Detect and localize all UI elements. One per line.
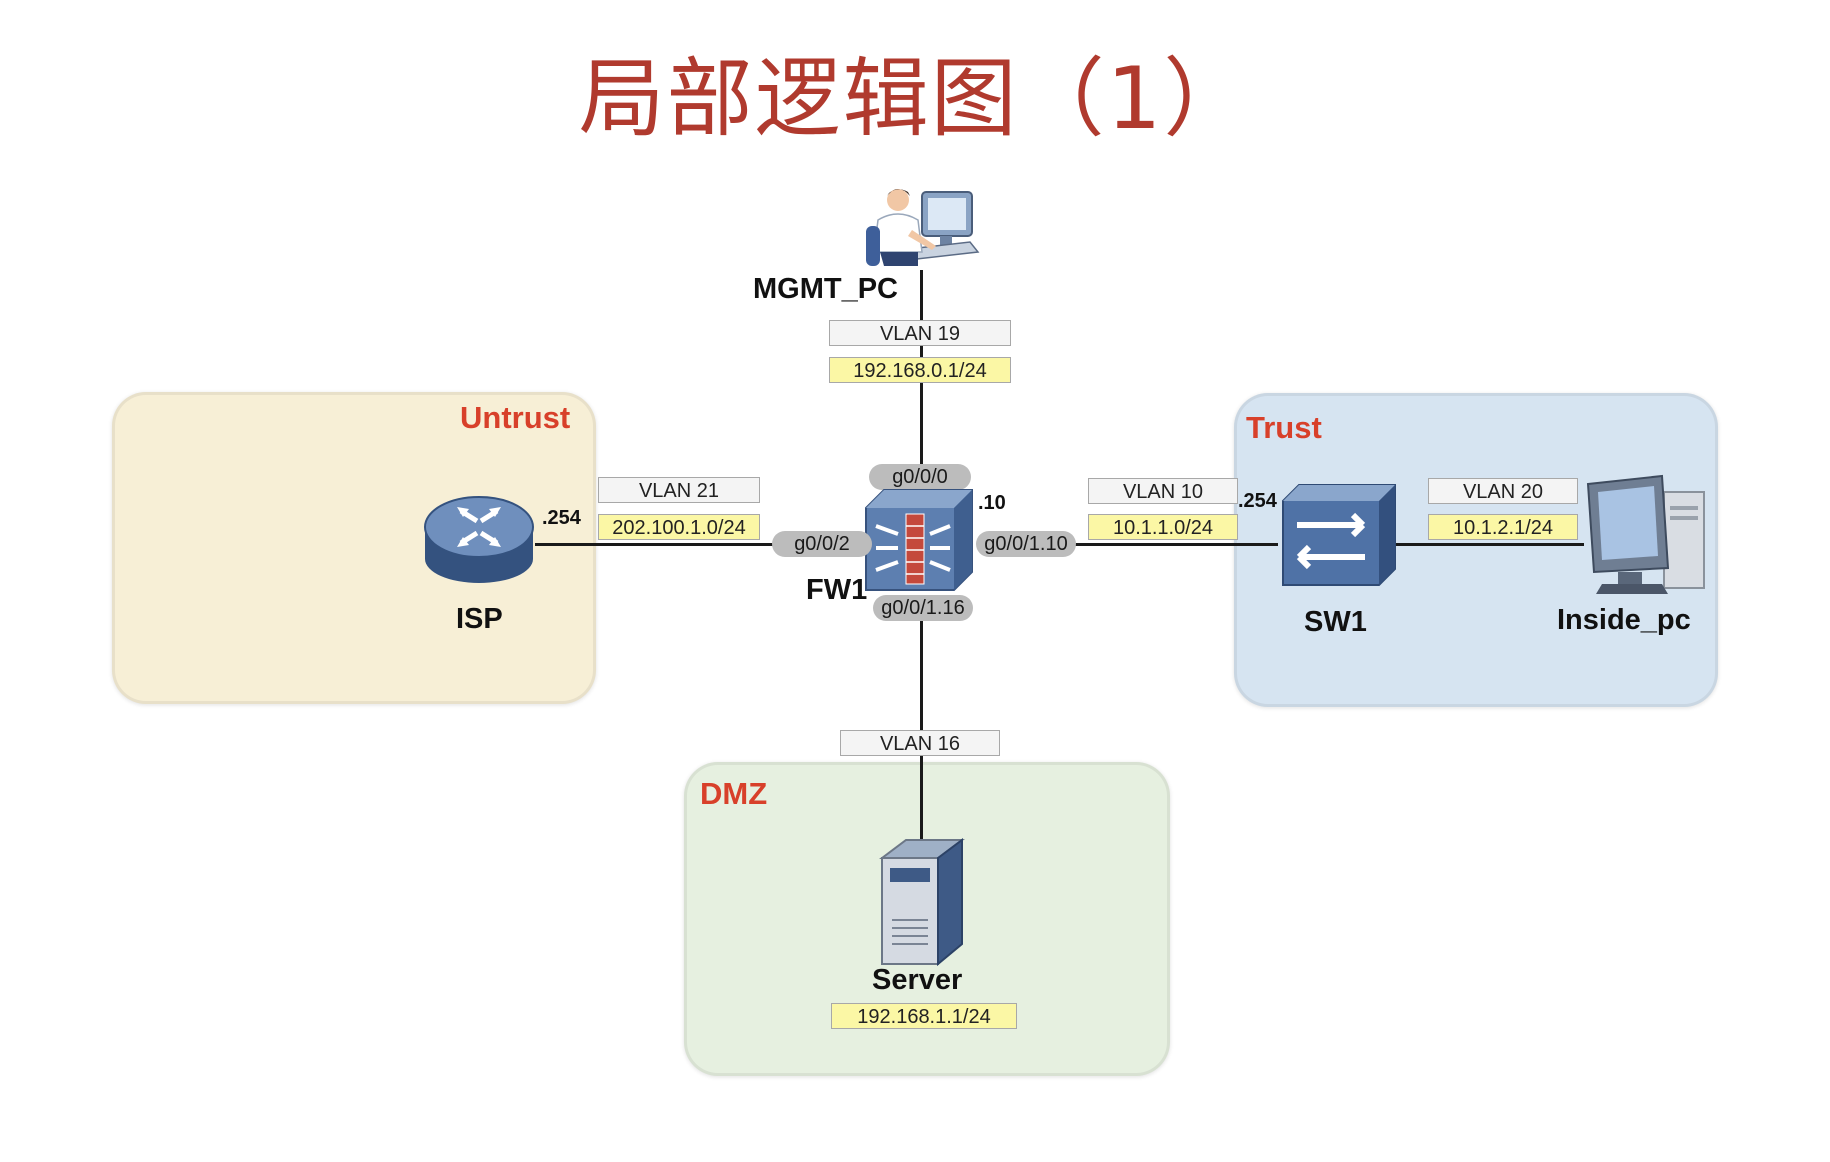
untrust-vlan-box: VLAN 21 bbox=[598, 477, 760, 503]
server-icon bbox=[879, 838, 965, 967]
trust-subnet-box: 10.1.1.0/24 bbox=[1088, 514, 1238, 540]
sw1-label: SW1 bbox=[1304, 606, 1367, 638]
diagram-title: 局部逻辑图（1） bbox=[578, 49, 1252, 149]
desktop-pc-icon bbox=[1586, 474, 1705, 594]
server-ip-box: 192.168.1.1/24 bbox=[831, 1003, 1017, 1029]
mgmt-subnet-box: 192.168.0.1/24 bbox=[829, 357, 1011, 383]
untrust-zone-label: Untrust bbox=[460, 400, 571, 435]
inside-link bbox=[1388, 543, 1584, 546]
inside-pc-label: Inside_pc bbox=[1557, 604, 1691, 636]
dmz-link bbox=[920, 600, 923, 850]
inside-vlan-box: VLAN 20 bbox=[1428, 478, 1578, 504]
fw1-label: FW1 bbox=[806, 574, 868, 606]
untrust-subnet-box: 202.100.1.0/24 bbox=[598, 514, 760, 540]
fw-port-g0-0-0: g0/0/0 bbox=[869, 464, 971, 490]
dmz-zone-label: DMZ bbox=[700, 776, 768, 811]
sw1-suffix: .254 bbox=[1238, 490, 1277, 512]
isp-suffix: .254 bbox=[542, 507, 581, 529]
fw-port-g0-0-1-16: g0/0/1.16 bbox=[873, 595, 973, 621]
mgmt-vlan-box: VLAN 19 bbox=[829, 320, 1011, 346]
router-icon bbox=[424, 496, 534, 583]
trust-vlan-box: VLAN 10 bbox=[1088, 478, 1238, 504]
fw-trust-suffix: .10 bbox=[978, 492, 1006, 514]
admin-workstation-icon bbox=[866, 189, 980, 266]
mgmt-pc-label: MGMT_PC bbox=[753, 273, 898, 305]
dmz-vlan-box: VLAN 16 bbox=[840, 730, 1000, 756]
trust-link bbox=[978, 543, 1278, 546]
switch-icon bbox=[1282, 484, 1396, 586]
firewall-icon bbox=[865, 489, 973, 591]
inside-subnet-box: 10.1.2.1/24 bbox=[1428, 514, 1578, 540]
isp-label: ISP bbox=[456, 603, 503, 635]
untrust-link bbox=[535, 543, 865, 546]
fw-port-g0-0-2: g0/0/2 bbox=[772, 531, 872, 557]
trust-zone-label: Trust bbox=[1246, 410, 1322, 445]
fw-port-g0-0-1-10: g0/0/1.10 bbox=[976, 531, 1076, 557]
server-label: Server bbox=[872, 964, 963, 996]
